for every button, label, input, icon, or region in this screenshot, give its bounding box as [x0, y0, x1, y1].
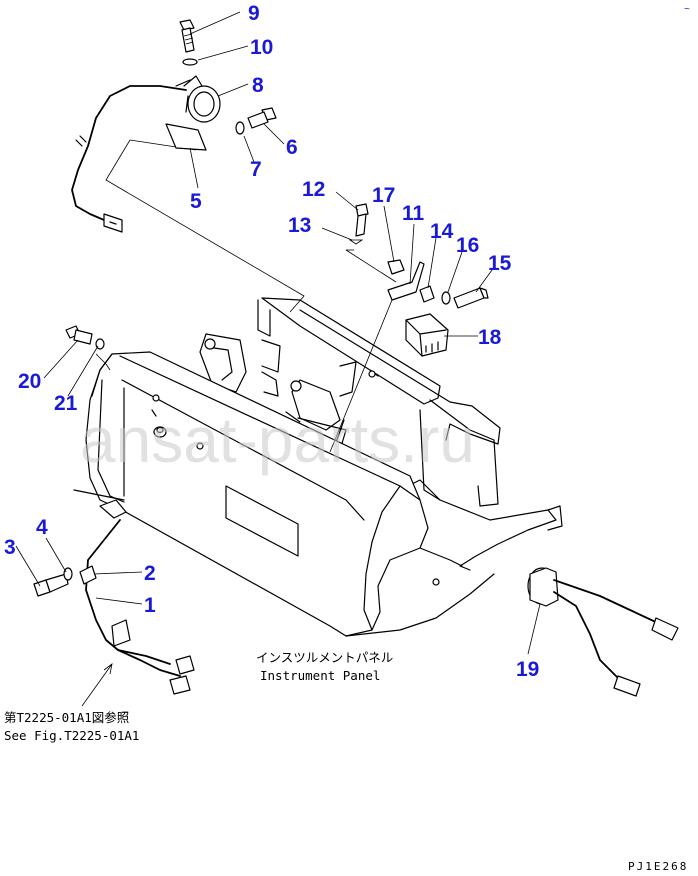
corner-mark: ~ — [684, 4, 690, 15]
label-19: 19 — [516, 658, 539, 681]
bolt-9 — [179, 19, 195, 53]
label-14: 14 — [430, 220, 454, 243]
label-8: 8 — [252, 74, 264, 97]
label-21: 21 — [54, 392, 78, 415]
label-5: 5 — [190, 190, 202, 213]
washer-4 — [63, 567, 73, 581]
caption-english: Instrument Panel — [260, 668, 380, 683]
bolt-20 — [65, 325, 93, 345]
relay-bracket-11 — [387, 261, 425, 301]
label-7: 7 — [250, 158, 262, 181]
buzzer-8 — [185, 85, 221, 123]
bolt-15 — [453, 287, 489, 309]
label-6: 6 — [286, 136, 298, 159]
washer-10 — [182, 58, 198, 66]
reference-arrow — [81, 663, 113, 707]
part-number-labels: 9 10 8 6 7 5 12 17 11 13 14 16 15 18 20 … — [4, 2, 539, 681]
washer-16 — [441, 291, 451, 305]
bolt-12 — [355, 203, 369, 237]
corner-code: PJ1E268 — [628, 860, 688, 873]
label-10: 10 — [250, 36, 273, 59]
label-16: 16 — [456, 234, 479, 257]
bolt-3 — [33, 573, 69, 597]
label-20: 20 — [18, 370, 41, 393]
reference-japanese: 第T2225-01A1図参照 — [4, 710, 129, 725]
clamp-2 — [79, 565, 97, 585]
buzzer-wire — [71, 85, 187, 233]
label-15: 15 — [488, 252, 512, 275]
relay-18 — [405, 313, 449, 357]
reference-english: See Fig.T2225-01A1 — [4, 728, 139, 743]
connector-harness-19 — [527, 567, 679, 697]
wiring-harness-1 — [85, 499, 195, 695]
nut-17 — [387, 259, 405, 275]
label-3: 3 — [4, 536, 16, 559]
label-17: 17 — [372, 184, 395, 207]
instrument-panel-housing — [73, 297, 563, 637]
label-4: 4 — [36, 516, 48, 539]
speaker-bracket-5 — [165, 75, 207, 151]
watermark: ansat-parts.ru — [80, 404, 475, 476]
bolt-6 — [247, 107, 277, 129]
washer-7 — [235, 121, 245, 135]
spring-washer-13 — [348, 239, 364, 245]
leader-lines — [15, 11, 541, 655]
label-2: 2 — [144, 562, 156, 585]
label-12: 12 — [302, 178, 325, 201]
clamp-14 — [419, 285, 435, 303]
label-9: 9 — [248, 2, 260, 25]
label-13: 13 — [288, 214, 311, 237]
label-11: 11 — [402, 202, 425, 225]
label-1: 1 — [144, 594, 156, 617]
label-18: 18 — [478, 326, 502, 349]
caption-japanese: インスツルメントパネル — [256, 650, 393, 665]
